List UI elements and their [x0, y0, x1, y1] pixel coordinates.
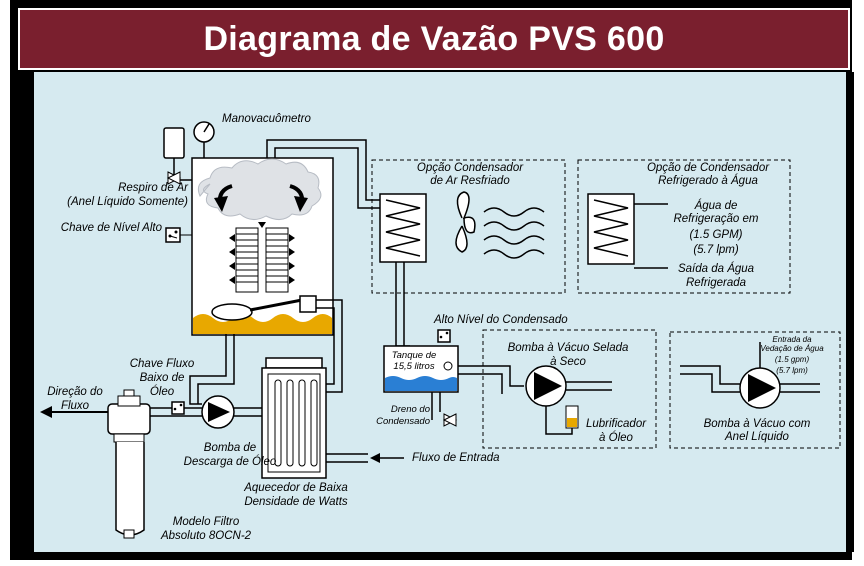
- label-aquecedor-2: Densidade de Watts: [244, 496, 348, 508]
- label-saida-agua-1: Saída da Água: [677, 263, 755, 275]
- frame-edge: [846, 72, 854, 552]
- label-bomba-descarga-1: Bomba de: [203, 442, 257, 454]
- main-tank: [191, 157, 334, 336]
- condensate-pipe: [395, 262, 410, 347]
- label-agua-ref-1: Água de: [694, 200, 738, 212]
- label-opcao-ar-1: Opção Condensador: [416, 162, 524, 174]
- label-entrada-vedacao-3: (1.5 gpm): [774, 355, 810, 364]
- label-manovacuometro: Manovacuômetro: [222, 113, 311, 125]
- label-anel-liquido: (Anel Líquido Somente): [67, 196, 188, 208]
- label-tanque-1: Tanque de: [391, 350, 437, 361]
- water-cooled-condenser-option: [577, 159, 791, 294]
- float-to-heater-pipe: [316, 299, 343, 393]
- label-entrada-vedacao-1: Entrada da: [772, 335, 812, 344]
- label-opcao-agua-1: Opção de Condensador: [646, 162, 770, 174]
- flow-direction-arrow: [40, 406, 108, 418]
- oil-flow-switch-icon: [171, 401, 185, 415]
- air-cooled-condenser-option: [371, 159, 566, 294]
- manovacuometro-gauge: [193, 121, 215, 158]
- label-agua-ref-4: (5.7 lpm): [693, 244, 739, 256]
- label-chave-fluxo-3: Óleo: [149, 386, 175, 398]
- label-direcao-1: Direção do: [47, 386, 103, 398]
- label-chave-fluxo-1: Chave Fluxo: [129, 358, 195, 370]
- label-alto-nivel: Alto Nível do Condensado: [434, 314, 568, 326]
- label-bomba-anel-2: Anel Líquido: [725, 431, 789, 443]
- dry-sealed-pump-option: [458, 329, 657, 449]
- label-agua-ref-2: Refrigeração em: [673, 213, 759, 225]
- oil-discharge-pump: [201, 395, 235, 429]
- condensate-level-switch-icon: [437, 329, 451, 343]
- label-dreno-2: Condensado: [376, 416, 430, 427]
- label-dreno-1: Dreno do: [390, 404, 430, 415]
- tank-to-pump-pipe: [189, 334, 235, 405]
- condensate-tank: [383, 345, 459, 427]
- inlet-pipe: [326, 453, 368, 463]
- label-filtro-2: Absoluto 8OCN-2: [160, 530, 252, 542]
- label-respiro-ar: Respiro de Ar: [118, 182, 188, 194]
- inlet-arrow: [370, 453, 404, 463]
- air-vent-tank: [163, 127, 192, 185]
- label-filtro-1: Modelo Filtro: [172, 516, 240, 528]
- label-bomba-seca-1: Bomba à Vácuo Selada: [507, 342, 629, 354]
- label-bomba-seca-2: à Seco: [550, 356, 586, 368]
- label-opcao-ar-2: de Ar Resfriado: [430, 175, 510, 187]
- page-title: Diagrama de Vazão PVS 600: [203, 20, 665, 58]
- label-direcao-2: Fluxo: [60, 400, 90, 412]
- label-bomba-anel-1: Bomba à Vácuo com: [703, 418, 811, 430]
- label-opcao-agua-2: Refrigerado à Água: [658, 175, 758, 187]
- label-agua-ref-3: (1.5 GPM): [689, 229, 743, 241]
- absolute-filter: [107, 389, 151, 539]
- label-aquecedor-1: Aquecedor de Baixa: [244, 482, 348, 494]
- level-switch-icon: [165, 227, 192, 243]
- title-banner: Diagrama de Vazão PVS 600: [18, 8, 850, 70]
- label-chave-nivel-alto: Chave de Nível Alto: [60, 222, 162, 234]
- label-chave-fluxo-2: Baixo de: [139, 372, 185, 384]
- label-tanque-2: 15,5 litros: [393, 361, 435, 372]
- label-saida-agua-2: Refrigerada: [685, 277, 747, 289]
- liquid-ring-pump-option: [669, 331, 841, 449]
- label-fluxo-entrada: Fluxo de Entrada: [412, 452, 500, 464]
- vapor-pipe: [266, 139, 380, 209]
- label-entrada-vedacao-2: Vedação de Água: [760, 344, 824, 353]
- label-lubrificador-2: à Óleo: [599, 432, 633, 444]
- low-watt-heater: [261, 357, 327, 479]
- label-lubrificador-1: Lubrificador: [585, 418, 647, 430]
- label-entrada-vedacao-4: (5.7 lpm): [776, 366, 808, 375]
- label-bomba-descarga-2: Descarga de Óleo: [183, 456, 277, 468]
